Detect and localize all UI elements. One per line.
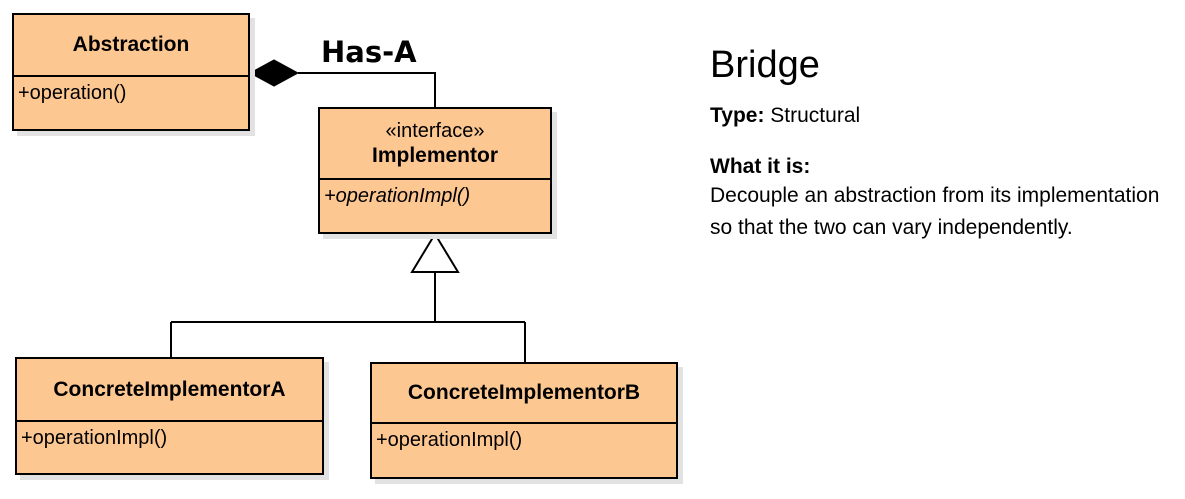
- implementor-header: «interface» Implementor: [320, 109, 550, 180]
- concrete-implementor-a-name: ConcreteImplementorA: [53, 377, 286, 401]
- pattern-type: Type: Structural: [710, 102, 1180, 130]
- concrete-implementor-b-name: ConcreteImplementorB: [407, 381, 641, 404]
- has-a-label: Has-A: [321, 35, 417, 69]
- abstraction-class: Abstraction +operation(): [12, 13, 250, 131]
- implementor-class-name: Implementor: [371, 143, 499, 167]
- abstraction-class-name: Abstraction: [72, 33, 190, 56]
- composition-diamond: [248, 59, 300, 87]
- concrete-implementor-a-operation: +operationImpl(): [21, 427, 168, 449]
- concrete-implementor-b-header: ConcreteImplementorB: [372, 364, 676, 424]
- concrete-implementor-a-operations: +operationImpl(): [17, 422, 322, 450]
- has-a-connector: [298, 72, 436, 108]
- pattern-info-panel: Bridge Type: Structural What it is: Deco…: [710, 42, 1180, 244]
- pattern-description: Decouple an abstraction from its impleme…: [710, 184, 1160, 239]
- concrete-implementor-a-header: ConcreteImplementorA: [17, 359, 322, 422]
- concrete-implementor-a-class: ConcreteImplementorA +operationImpl(): [15, 357, 324, 475]
- pattern-what-label: What it is:: [710, 155, 811, 178]
- implementor-interface: «interface» Implementor +operationImpl(): [318, 107, 552, 234]
- concrete-implementor-b-operation: +operationImpl(): [376, 429, 523, 451]
- abstraction-operations: +operation(): [14, 77, 248, 105]
- implementor-operations: +operationImpl(): [320, 180, 550, 208]
- concrete-implementor-b-operations: +operationImpl(): [372, 424, 676, 452]
- abstraction-class-header: Abstraction: [14, 15, 248, 77]
- pattern-type-label: Type:: [710, 104, 765, 127]
- implementor-operation: +operationImpl(): [324, 185, 471, 207]
- concrete-implementor-b-class: ConcreteImplementorB +operationImpl(): [370, 362, 678, 479]
- pattern-title: Bridge: [710, 44, 820, 86]
- abstraction-operation: +operation(): [18, 82, 127, 104]
- implementor-stereotype: «interface»: [385, 119, 485, 142]
- pattern-type-value: Structural: [770, 104, 861, 127]
- inheritance-triangle: [410, 232, 460, 273]
